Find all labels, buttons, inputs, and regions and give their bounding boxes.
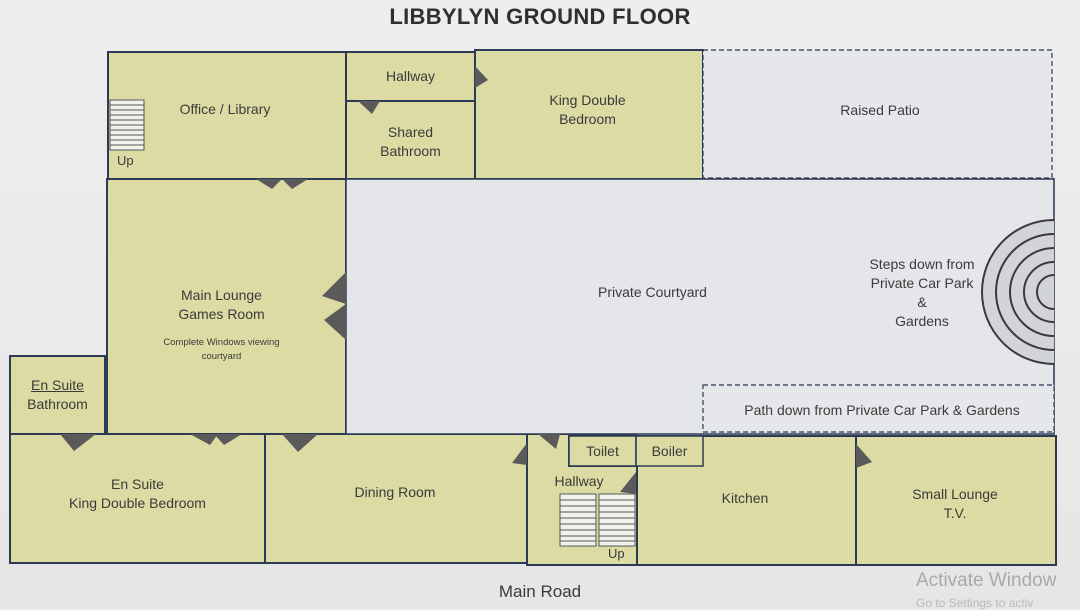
dining-room-room bbox=[264, 433, 528, 564]
stairs-up-label-top: Up bbox=[117, 153, 134, 168]
shared-bathroom-label: Shared Bathroom bbox=[380, 124, 441, 159]
hallway-bottom-label: Hallway bbox=[554, 472, 604, 489]
main-road-label: Main Road bbox=[498, 582, 582, 601]
raised-patio-label: Raised Patio bbox=[840, 101, 920, 118]
main-lounge-label: Main Lounge Games Room Complete Windows … bbox=[163, 287, 280, 362]
ensuite-king-bedroom-label: En Suite King Double Bedroom bbox=[69, 476, 206, 511]
steps-arcs bbox=[981, 219, 1055, 365]
small-lounge-room bbox=[855, 435, 1057, 566]
activate-windows-subtext: Go to Settings to activ bbox=[916, 596, 1034, 610]
steps-down-label: Steps down from Private Car Park & Garde… bbox=[869, 256, 975, 329]
path-down-label: Path down from Private Car Park & Garden… bbox=[744, 401, 1020, 418]
shared-bathroom-room bbox=[345, 100, 476, 180]
door-swings bbox=[60, 66, 872, 494]
office-library-room bbox=[107, 51, 347, 180]
activate-windows-watermark: Activate Window bbox=[916, 570, 1057, 591]
dining-room-label: Dining Room bbox=[354, 483, 436, 500]
hallway-top-label: Hallway bbox=[385, 67, 435, 84]
hallway-top-room bbox=[345, 51, 476, 102]
ensuite-king-bedroom-room bbox=[9, 433, 266, 564]
king-double-bedroom-label: King Double Bedroom bbox=[549, 92, 626, 127]
ensuite-bathroom-label: En Suite Bathroom bbox=[27, 377, 88, 412]
office-library-label: Office / Library bbox=[179, 100, 271, 117]
toilet-label: Toilet bbox=[586, 442, 619, 459]
boiler-label: Boiler bbox=[651, 442, 688, 459]
staircase-top bbox=[109, 99, 145, 151]
staircase-bottom bbox=[559, 493, 636, 547]
kitchen-label: Kitchen bbox=[721, 489, 769, 506]
floor-plan-title: LIBBYLYN GROUND FLOOR bbox=[389, 4, 691, 29]
private-courtyard-label: Private Courtyard bbox=[598, 283, 707, 300]
small-lounge-label: Small Lounge T.V. bbox=[912, 486, 998, 521]
stairs-up-label-bottom: Up bbox=[608, 546, 625, 561]
raised-patio-area bbox=[702, 49, 1053, 179]
path-area bbox=[702, 384, 1055, 433]
